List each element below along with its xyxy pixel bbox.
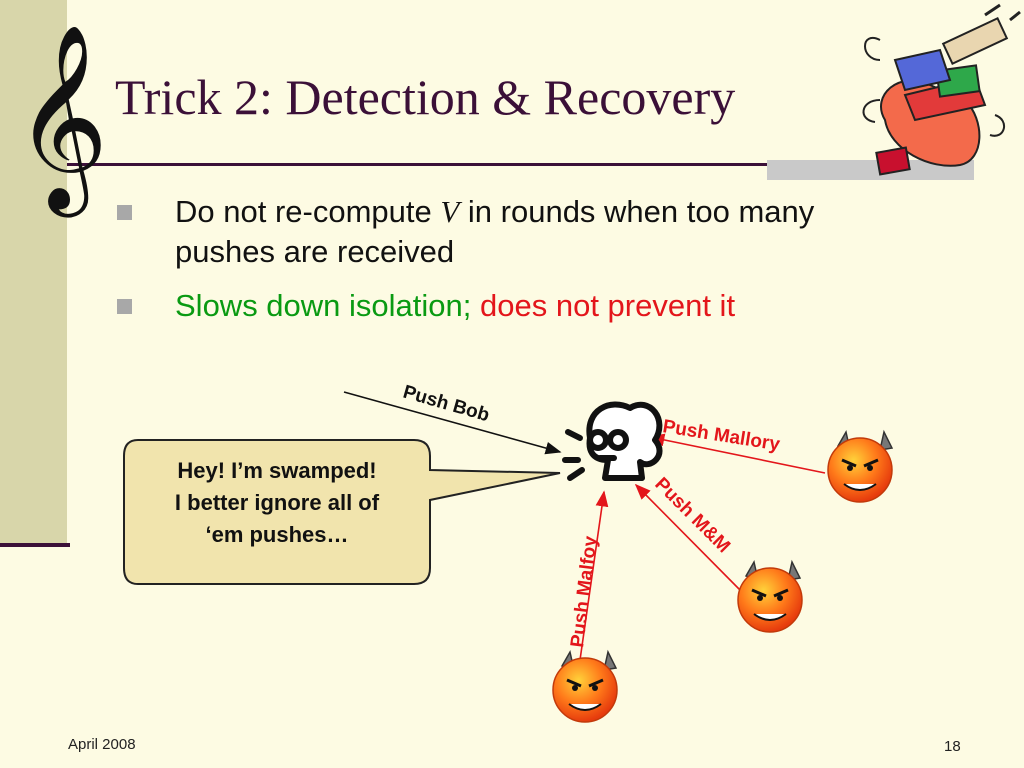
- arrow-malfoy: [579, 490, 609, 661]
- bullet-item-2: Slows down isolation; does not prevent i…: [115, 286, 915, 326]
- label-push-mm: Push M&M: [650, 474, 734, 558]
- devil-face-icon: [552, 649, 618, 723]
- arrow-mallory: [648, 433, 826, 474]
- arrow-mm: [634, 483, 741, 591]
- devil-face-icon: [827, 429, 894, 503]
- swamped-person-icon: [562, 401, 663, 481]
- bullet-1-variable: V: [440, 194, 460, 229]
- devil-face-icon: [737, 559, 803, 633]
- bullet-2-green-text: Slows down isolation;: [175, 288, 480, 323]
- speech-bubble: [123, 439, 561, 585]
- treble-clef-icon: 𝄞: [14, 22, 109, 209]
- bullet-item-1: Do not re-compute V in rounds when too m…: [115, 192, 915, 272]
- bullet-list: Do not re-compute V in rounds when too m…: [115, 192, 915, 340]
- slide-title: Trick 2: Detection & Recovery: [115, 69, 736, 125]
- bullet-square-icon: [117, 299, 132, 314]
- sidebar-rule: [0, 543, 70, 547]
- footer-date: April 2008: [68, 736, 136, 753]
- title-rule: [67, 163, 767, 166]
- bullet-square-icon: [117, 205, 132, 220]
- bullet-1-text-post: in rounds when too many pushes are recei…: [175, 194, 815, 269]
- label-push-mallory: Push Mallory: [661, 416, 782, 455]
- callout-line-1: Hey! I’m swamped!: [177, 458, 377, 483]
- arrow-bob: [343, 391, 562, 455]
- gift-pile-clipart: [862, 3, 1021, 176]
- bullet-1-text-pre: Do not re-compute: [175, 194, 441, 229]
- footer-page-number: 18: [944, 738, 961, 755]
- callout-text: Hey! I’m swamped! I better ignore all of…: [132, 455, 422, 551]
- label-push-malfoy: Push Malfoy: [567, 535, 602, 649]
- left-sidebar-band: [0, 0, 67, 545]
- bullet-2-red-text: does not prevent it: [480, 288, 736, 323]
- callout-line-3: ‘em pushes…: [205, 522, 349, 547]
- title-rule-shadow: [767, 160, 974, 180]
- callout-line-2: I better ignore all of: [174, 490, 380, 515]
